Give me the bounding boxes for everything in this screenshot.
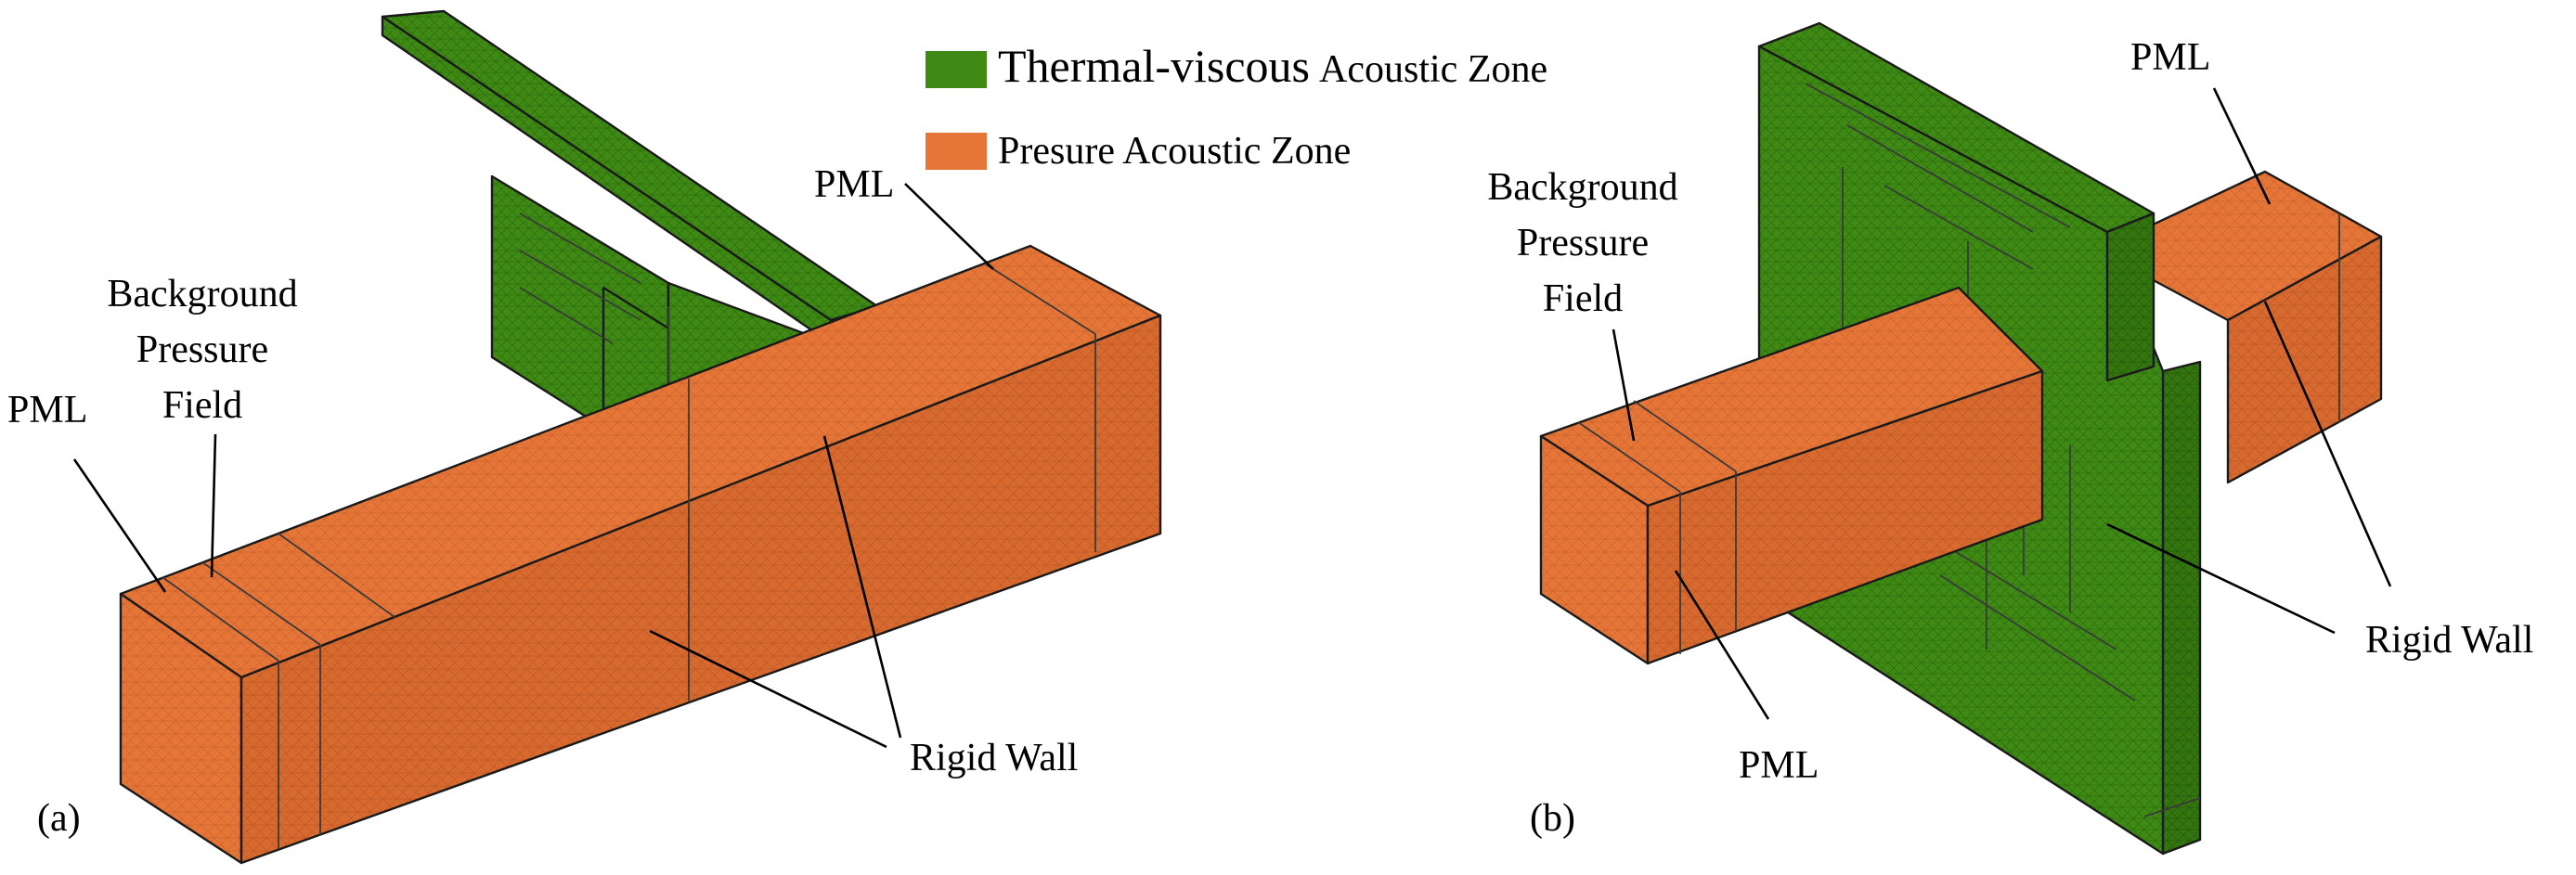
panel-a-label-background-line3: Field [162, 384, 242, 427]
panel-b-label-background-line1: Background [1487, 166, 1677, 209]
panel-a-label-rigid-wall: Rigid Wall [910, 737, 1078, 779]
panel-a-thermal-viscous-resonator [381, 9, 879, 503]
panel-a-leader-pml-right [904, 183, 994, 270]
panel-b-leader-pml-bottom [1674, 570, 1770, 720]
panel-b-pressure-acoustic-box-near [1539, 286, 2044, 665]
panel-b-label-pml-bottom: PML [1739, 744, 1819, 787]
panel-a-label-pml-left: PML [7, 389, 87, 431]
legend-swatch-thermal-viscous [926, 51, 987, 88]
panel-b: Background Pressure Field PML PML Rigid … [1487, 21, 2533, 856]
panel-b-pressure-acoustic-box-far [2096, 170, 2383, 484]
panel-b-label-pml-top: PML [2130, 36, 2210, 79]
panel-a-label-pml-right: PML [814, 163, 894, 206]
panel-a: PML Background Pressure Field PML Rigid … [7, 9, 1162, 865]
panel-a-leader-pml-left [72, 458, 167, 593]
panel-a-leader-background [210, 433, 217, 578]
panel-b-leader-pml-top [2212, 87, 2272, 205]
panel-a-label-background-line1: Background [107, 273, 297, 315]
panel-a-pressure-acoustic-box [119, 244, 1162, 865]
panel-a-leader-rigid-wall-1 [822, 435, 902, 739]
panel-b-label-background-line3: Field [1543, 277, 1623, 320]
legend-label-pressure-acoustic: Presure Acoustic Zone [998, 130, 1351, 173]
panel-b-leader-rigid-wall-2 [2106, 522, 2336, 635]
panel-b-leader-rigid-wall-1 [2263, 301, 2392, 587]
panel-a-tag: (a) [37, 797, 81, 840]
panel-a-label-background-line2: Pressure [136, 328, 268, 371]
legend-swatch-pressure-acoustic [926, 133, 987, 170]
panel-b-label-background-line2: Pressure [1517, 222, 1649, 264]
panel-a-leader-rigid-wall-2 [649, 629, 887, 749]
panel-b-leader-background [1612, 328, 1636, 442]
panel-b-tag: (b) [1530, 797, 1575, 840]
panel-b-label-rigid-wall: Rigid Wall [2365, 619, 2533, 662]
